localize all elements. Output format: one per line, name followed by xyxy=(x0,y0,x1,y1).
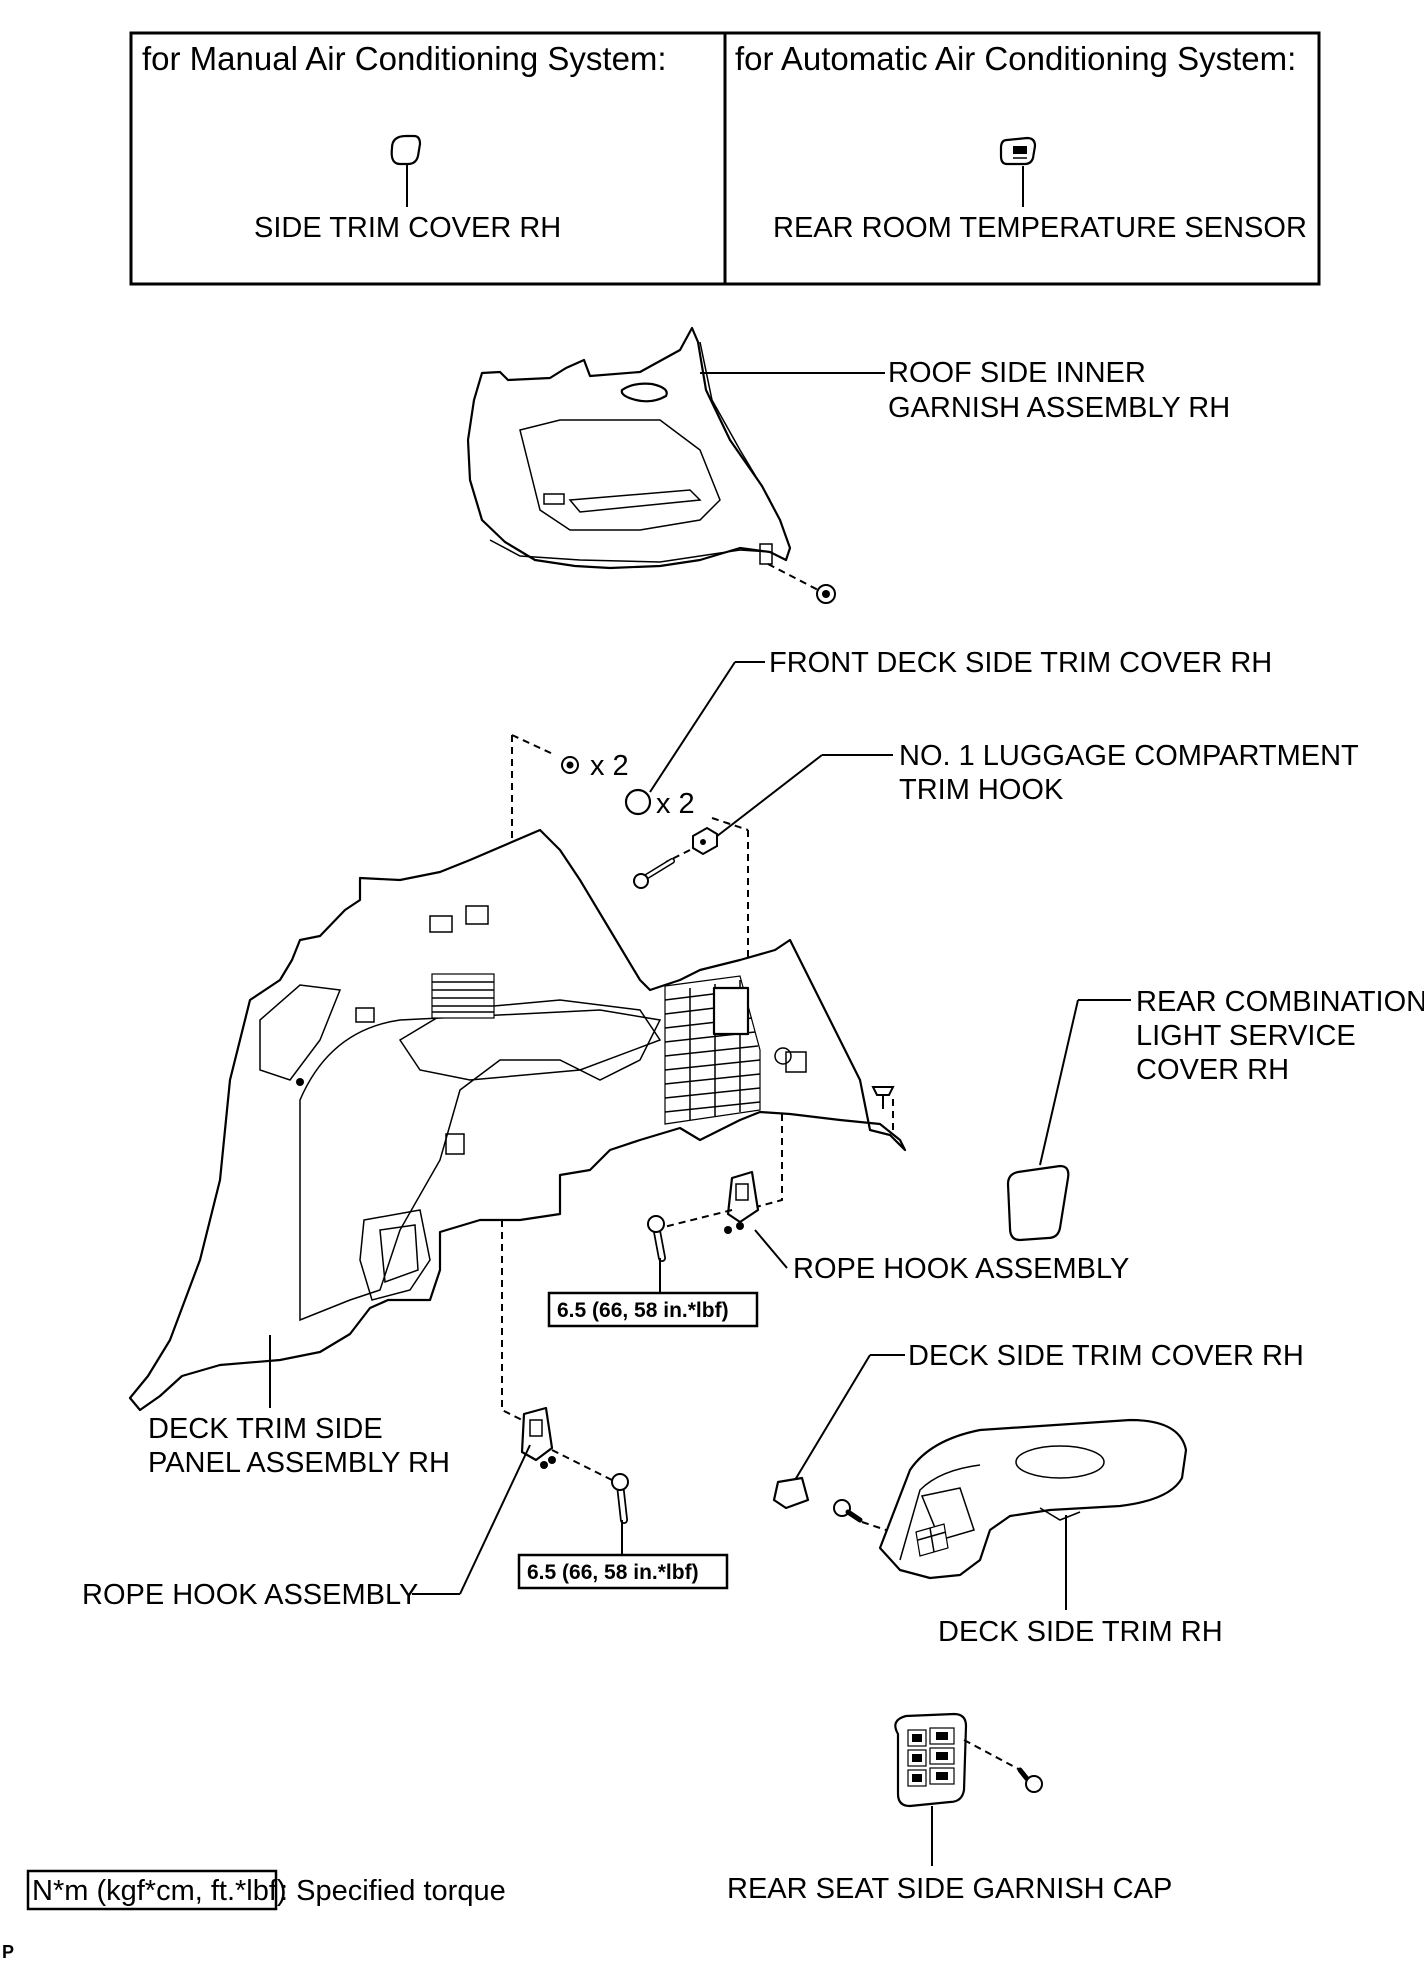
deck-side-cover-leader xyxy=(794,1354,871,1481)
screw-icon xyxy=(1017,1767,1043,1793)
automatic-ac-title: for Automatic Air Conditioning System: xyxy=(735,40,1296,77)
cover-quantity: x 2 xyxy=(656,788,695,820)
deck-trim-panel-label-1: DECK TRIM SIDE xyxy=(148,1413,383,1445)
rope-hook-lower-icon xyxy=(520,1406,556,1469)
hook-screw-path xyxy=(665,849,691,863)
deck-side-cover-label: DECK SIDE TRIM COVER RH xyxy=(908,1340,1304,1372)
legend-box xyxy=(26,1869,278,1911)
front-deck-cover-leader xyxy=(649,661,736,793)
garnish-cap-label: REAR SEAT SIDE GARNISH CAP xyxy=(727,1873,1172,1905)
rear-combination-label-2: LIGHT SERVICE xyxy=(1136,1020,1356,1052)
upper-grille xyxy=(431,973,495,1019)
rope-hook-upper-leader xyxy=(754,1229,788,1269)
deck-side-cover-icon xyxy=(772,1476,810,1510)
rope-hook-lower-leader xyxy=(459,1444,531,1595)
clip-icon xyxy=(871,1086,895,1109)
deck-trim-side-panel xyxy=(128,828,907,1412)
clip-quantity: x 2 xyxy=(590,750,629,782)
rope-hook-upper-icon xyxy=(724,1170,760,1234)
bolt-icon xyxy=(611,1473,629,1524)
temperature-sensor-label: REAR ROOM TEMPERATURE SENSOR xyxy=(773,212,1307,244)
cover-icon xyxy=(624,788,652,816)
front-deck-cover-label: FRONT DECK SIDE TRIM COVER RH xyxy=(769,647,1272,679)
rope-hook-lower-guide xyxy=(501,1160,523,1421)
header-table: for Manual Air Conditioning System: for … xyxy=(129,31,1321,286)
rear-combination-label-1: REAR COMBINATION xyxy=(1136,986,1424,1018)
temperature-sensor-icon xyxy=(999,136,1037,166)
torque-upper-box xyxy=(547,1291,759,1328)
rope-hook-lower-bolt-path xyxy=(551,1449,613,1481)
page-mark: P xyxy=(2,1942,14,1962)
side-trim-cover-label: SIDE TRIM COVER RH xyxy=(254,212,561,244)
rear-combination-label-3: COVER RH xyxy=(1136,1054,1289,1086)
roof-garnish-label-1: ROOF SIDE INNER xyxy=(888,357,1146,389)
torque-lower-box xyxy=(517,1553,729,1590)
roof-side-inner-garnish xyxy=(466,326,792,570)
rear-seat-garnish-cap xyxy=(894,1712,968,1808)
trim-hook-icon xyxy=(692,826,718,856)
legend-description: : Specified torque xyxy=(280,1875,506,1907)
roof-garnish-bolt-path xyxy=(767,563,823,593)
luggage-hook-label-2: TRIM HOOK xyxy=(899,774,1064,806)
rope-hook-lower-label: ROPE HOOK ASSEMBLY xyxy=(82,1579,418,1611)
rope-hook-upper-label: ROPE HOOK ASSEMBLY xyxy=(793,1253,1129,1285)
manual-ac-title: for Manual Air Conditioning System: xyxy=(142,40,667,77)
luggage-hook-label-1: NO. 1 LUGGAGE COMPARTMENT xyxy=(899,740,1359,772)
garnish-cap-screw-path xyxy=(963,1739,1025,1773)
legend-boxed-units: N*m (kgf*cm, ft.*lbf) xyxy=(32,1875,287,1907)
bolt-icon xyxy=(816,584,836,604)
roof-garnish-label-2: GARNISH ASSEMBLY RH xyxy=(888,392,1230,424)
screw-icon xyxy=(633,858,675,889)
clip-icon xyxy=(561,756,579,774)
torque-upper-value: 6.5 (66, 58 in.*lbf) xyxy=(557,1299,729,1322)
deck-side-trim xyxy=(878,1418,1188,1580)
luggage-hook-leader xyxy=(711,754,823,841)
rear-combination-leader xyxy=(1039,999,1079,1166)
torque-lower-value: 6.5 (66, 58 in.*lbf) xyxy=(527,1561,699,1584)
screw-icon xyxy=(833,1499,863,1523)
deck-side-trim-label: DECK SIDE TRIM RH xyxy=(938,1616,1223,1648)
deck-trim-panel-label-2: PANEL ASSEMBLY RH xyxy=(148,1447,450,1479)
side-trim-cover-icon xyxy=(390,134,422,166)
bolt-icon xyxy=(647,1215,666,1262)
rope-hook-upper-bolt-path xyxy=(659,1209,733,1229)
rear-combination-cover-icon xyxy=(1006,1164,1070,1242)
